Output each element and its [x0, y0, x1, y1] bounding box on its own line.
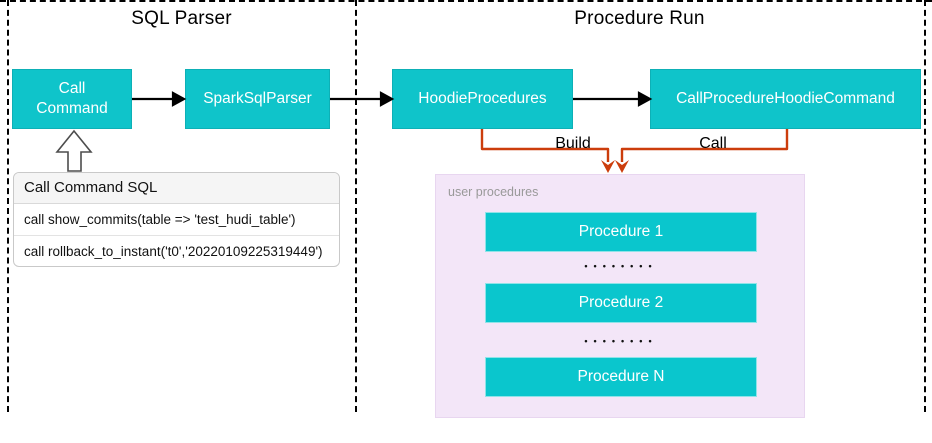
- sql-example-row: call show_commits(table => 'test_hudi_ta…: [14, 204, 339, 236]
- procedure-2-box: Procedure 2: [485, 283, 757, 323]
- procedure-1-box: Procedure 1: [485, 212, 757, 252]
- sql-box-title: Call Command SQL: [14, 173, 339, 204]
- node-hoodie-procedures: HoodieProcedures: [392, 69, 573, 129]
- ellipsis-dots: ••••••••: [584, 336, 658, 346]
- middle-dashed-divider: [355, 0, 357, 412]
- call-command-sql-box: Call Command SQL call show_commits(table…: [13, 172, 340, 267]
- node-hoodie-procedures-label: HoodieProcedures: [418, 90, 547, 107]
- edge-label-call: Call: [699, 135, 727, 152]
- procedure-n-box: Procedure N: [485, 357, 757, 397]
- section-title-procedure-run: Procedure Run: [574, 8, 705, 29]
- left-dashed-border: [7, 0, 9, 412]
- user-procedures-panel: user procedures Procedure 1 •••••••• Pro…: [435, 174, 805, 418]
- procedure-n-label: Procedure N: [577, 368, 665, 385]
- arrowhead-callcommand-to-parser: [171, 91, 187, 107]
- sql-example-row: call rollback_to_instant('t0','202201092…: [24, 244, 323, 259]
- arrowhead-build: [601, 160, 615, 173]
- node-call-command: Call Command: [12, 69, 132, 129]
- procedure-2-label: Procedure 2: [578, 294, 664, 311]
- node-spark-sql-parser: SparkSqlParser: [185, 69, 330, 129]
- arrowhead-call: [615, 160, 629, 173]
- user-procedures-label: user procedures: [448, 185, 539, 199]
- arrowhead-hoodieprocedures-to-command: [637, 91, 653, 107]
- node-call-command-label: Call Command: [36, 79, 108, 117]
- node-spark-sql-parser-label: SparkSqlParser: [203, 90, 312, 107]
- edge-label-build: Build: [555, 135, 591, 152]
- section-title-sql-parser: SQL Parser: [131, 8, 232, 29]
- ellipsis-dots: ••••••••: [584, 261, 658, 271]
- right-dashed-border: [924, 0, 926, 412]
- block-up-arrow: [55, 129, 93, 172]
- arrowhead-parser-to-hoodieprocedures: [379, 91, 395, 107]
- node-call-procedure-hoodie-command: CallProcedureHoodieCommand: [650, 69, 921, 129]
- top-dashed-border: [0, 0, 932, 2]
- node-call-procedure-hoodie-command-label: CallProcedureHoodieCommand: [676, 90, 895, 107]
- procedure-1-label: Procedure 1: [578, 223, 664, 240]
